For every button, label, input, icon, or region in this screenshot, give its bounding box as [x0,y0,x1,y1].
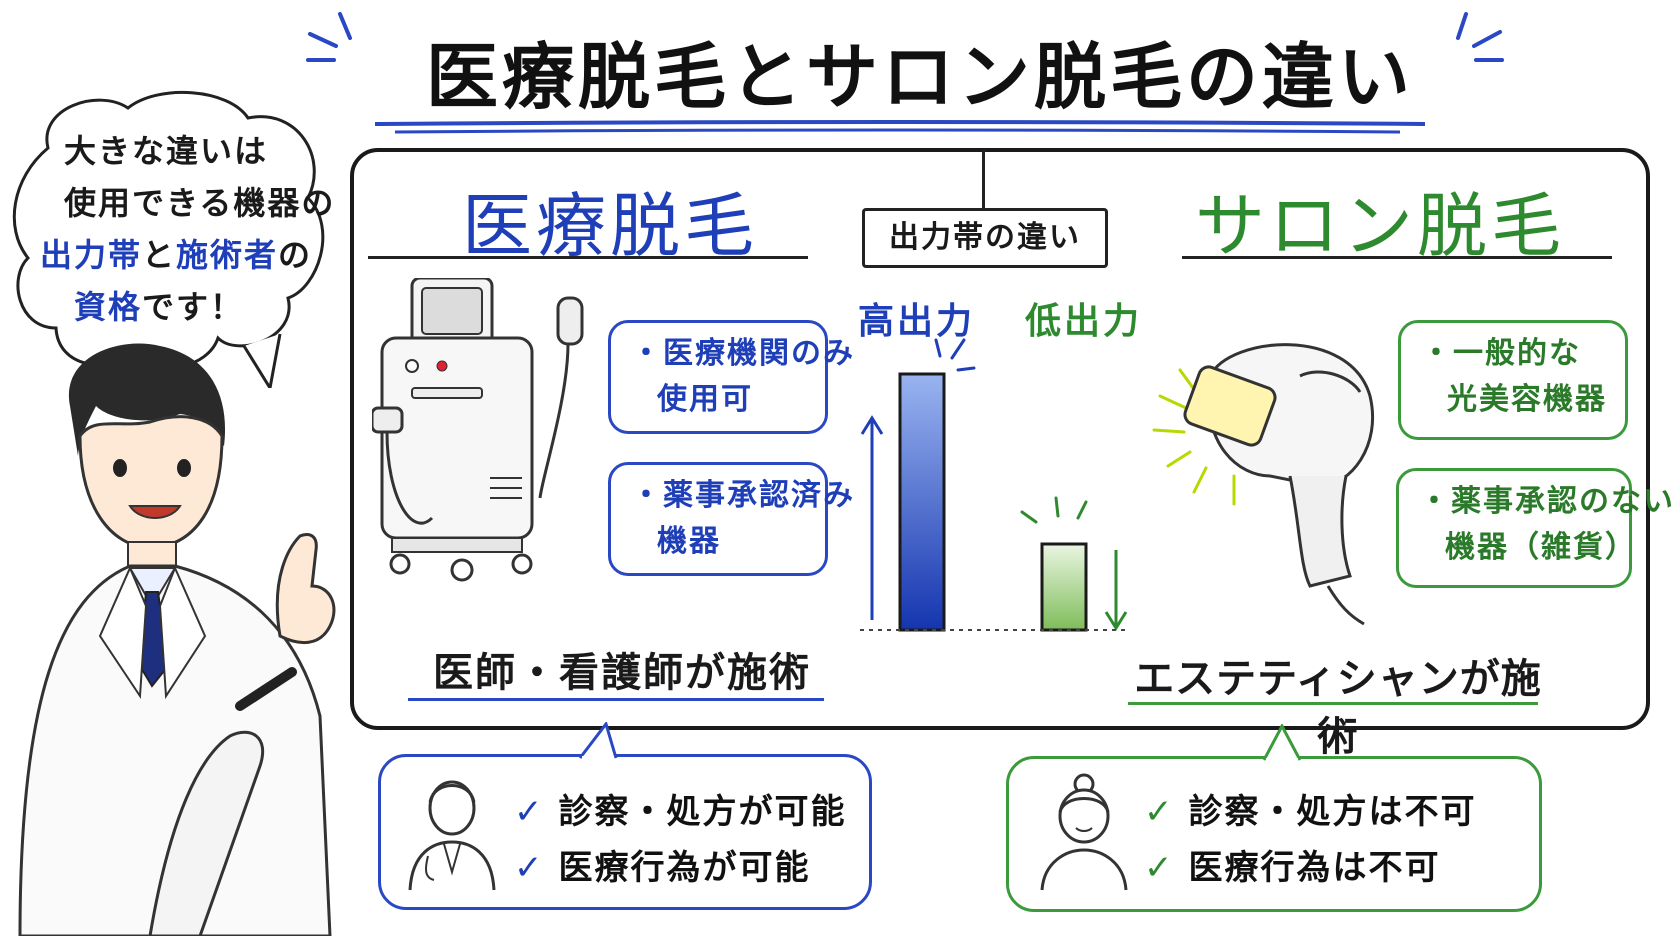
salon-feature-1-line2: 光美容機器 [1447,382,1607,417]
salon-check-1: ✓ 診察・処方は不可 [1144,784,1477,833]
speech-ending: です！ [142,288,245,326]
salon-feature-1-line1: ・一般的な [1421,336,1581,371]
salon-bubble-tail [1262,724,1302,762]
salon-feature-2-line2: 機器（雑貨） [1445,530,1637,565]
emphasis-burst-left [306,12,352,62]
high-output-bar [898,372,946,632]
speech-line-1: 大きな違いは [64,132,269,170]
salon-operator: エステティシャンが施術 [1134,656,1542,760]
check-icon: ✓ [514,848,545,888]
output-comparison-label: 出力帯の違い [862,208,1108,268]
salon-check-1-text: 診察・処方は不可 [1188,792,1477,832]
medical-feature-2-line1: ・薬事承認済み [631,478,855,513]
page-title: 医療脱毛とサロン脱毛の違い [425,35,1414,119]
speech-qualification: 資格 [74,288,143,326]
high-output-label: 高出力 [858,301,976,342]
medical-feature-2-line2: 機器 [657,524,721,559]
emphasis-burst-right [1456,12,1504,62]
low-burst [1020,496,1088,524]
check-icon: ✓ [1144,792,1175,832]
medical-operator: 医師・看護師が施術 [433,650,811,696]
medical-feature-1-line1: ・医療機関のみ [631,336,855,371]
check-icon: ✓ [1144,848,1175,888]
panel-divider [982,150,985,208]
medical-operator-rule [408,698,824,701]
speech-of: の [278,236,313,274]
up-arrow-icon [860,415,884,620]
medical-heading: 医療脱毛 [462,185,758,267]
low-output-label: 低出力 [1025,301,1143,342]
speech-and: と [142,236,177,274]
salon-light-device-icon [1152,343,1375,626]
medical-check-1-text: 診察・処方が可能 [558,792,847,832]
speech-practitioner: 施術者 [176,236,279,274]
title-underline [374,120,1426,134]
salon-heading: サロン脱毛 [1195,185,1565,267]
low-output-bar [1040,542,1088,632]
speech-bubble [12,90,325,388]
speech-line-3: 出力帯と施術者の [40,230,312,276]
medical-check-1: ✓ 診察・処方が可能 [514,784,847,833]
medical-bubble-tail [578,722,618,760]
salon-check-2-text: 医療行為は不可 [1188,848,1441,888]
doctor-character-illustration [18,343,336,936]
esthetician-icon [1040,773,1128,891]
medical-laser-machine-icon [372,278,584,582]
salon-heading-rule [1182,256,1612,259]
medical-check-2: ✓ 医療行為が可能 [514,840,811,889]
salon-check-2: ✓ 医療行為は不可 [1144,840,1441,889]
medical-heading-rule [368,256,808,259]
medical-feature-box-2: ・薬事承認済み 機器 [608,462,855,576]
speech-line-2: 使用できる機器の [64,184,336,222]
speech-line-4: 資格です！ [74,282,244,328]
output-bars [860,338,1130,632]
salon-operator-rule [1128,702,1538,705]
salon-feature-box-2: ・薬事承認のない 機器（雑貨） [1396,468,1675,588]
down-arrow-icon [1104,550,1128,631]
check-icon: ✓ [514,792,545,832]
doctor-icon [408,780,496,891]
high-burst [934,338,976,372]
speech-output-range: 出力帯 [40,236,143,274]
medical-feature-box-1: ・医療機関のみ 使用可 [608,320,855,434]
salon-feature-2-line1: ・薬事承認のない [1419,484,1675,519]
salon-feature-box-1: ・一般的な 光美容機器 [1398,320,1628,440]
medical-check-2-text: 医療行為が可能 [558,848,811,888]
medical-feature-1-line2: 使用可 [657,382,753,417]
